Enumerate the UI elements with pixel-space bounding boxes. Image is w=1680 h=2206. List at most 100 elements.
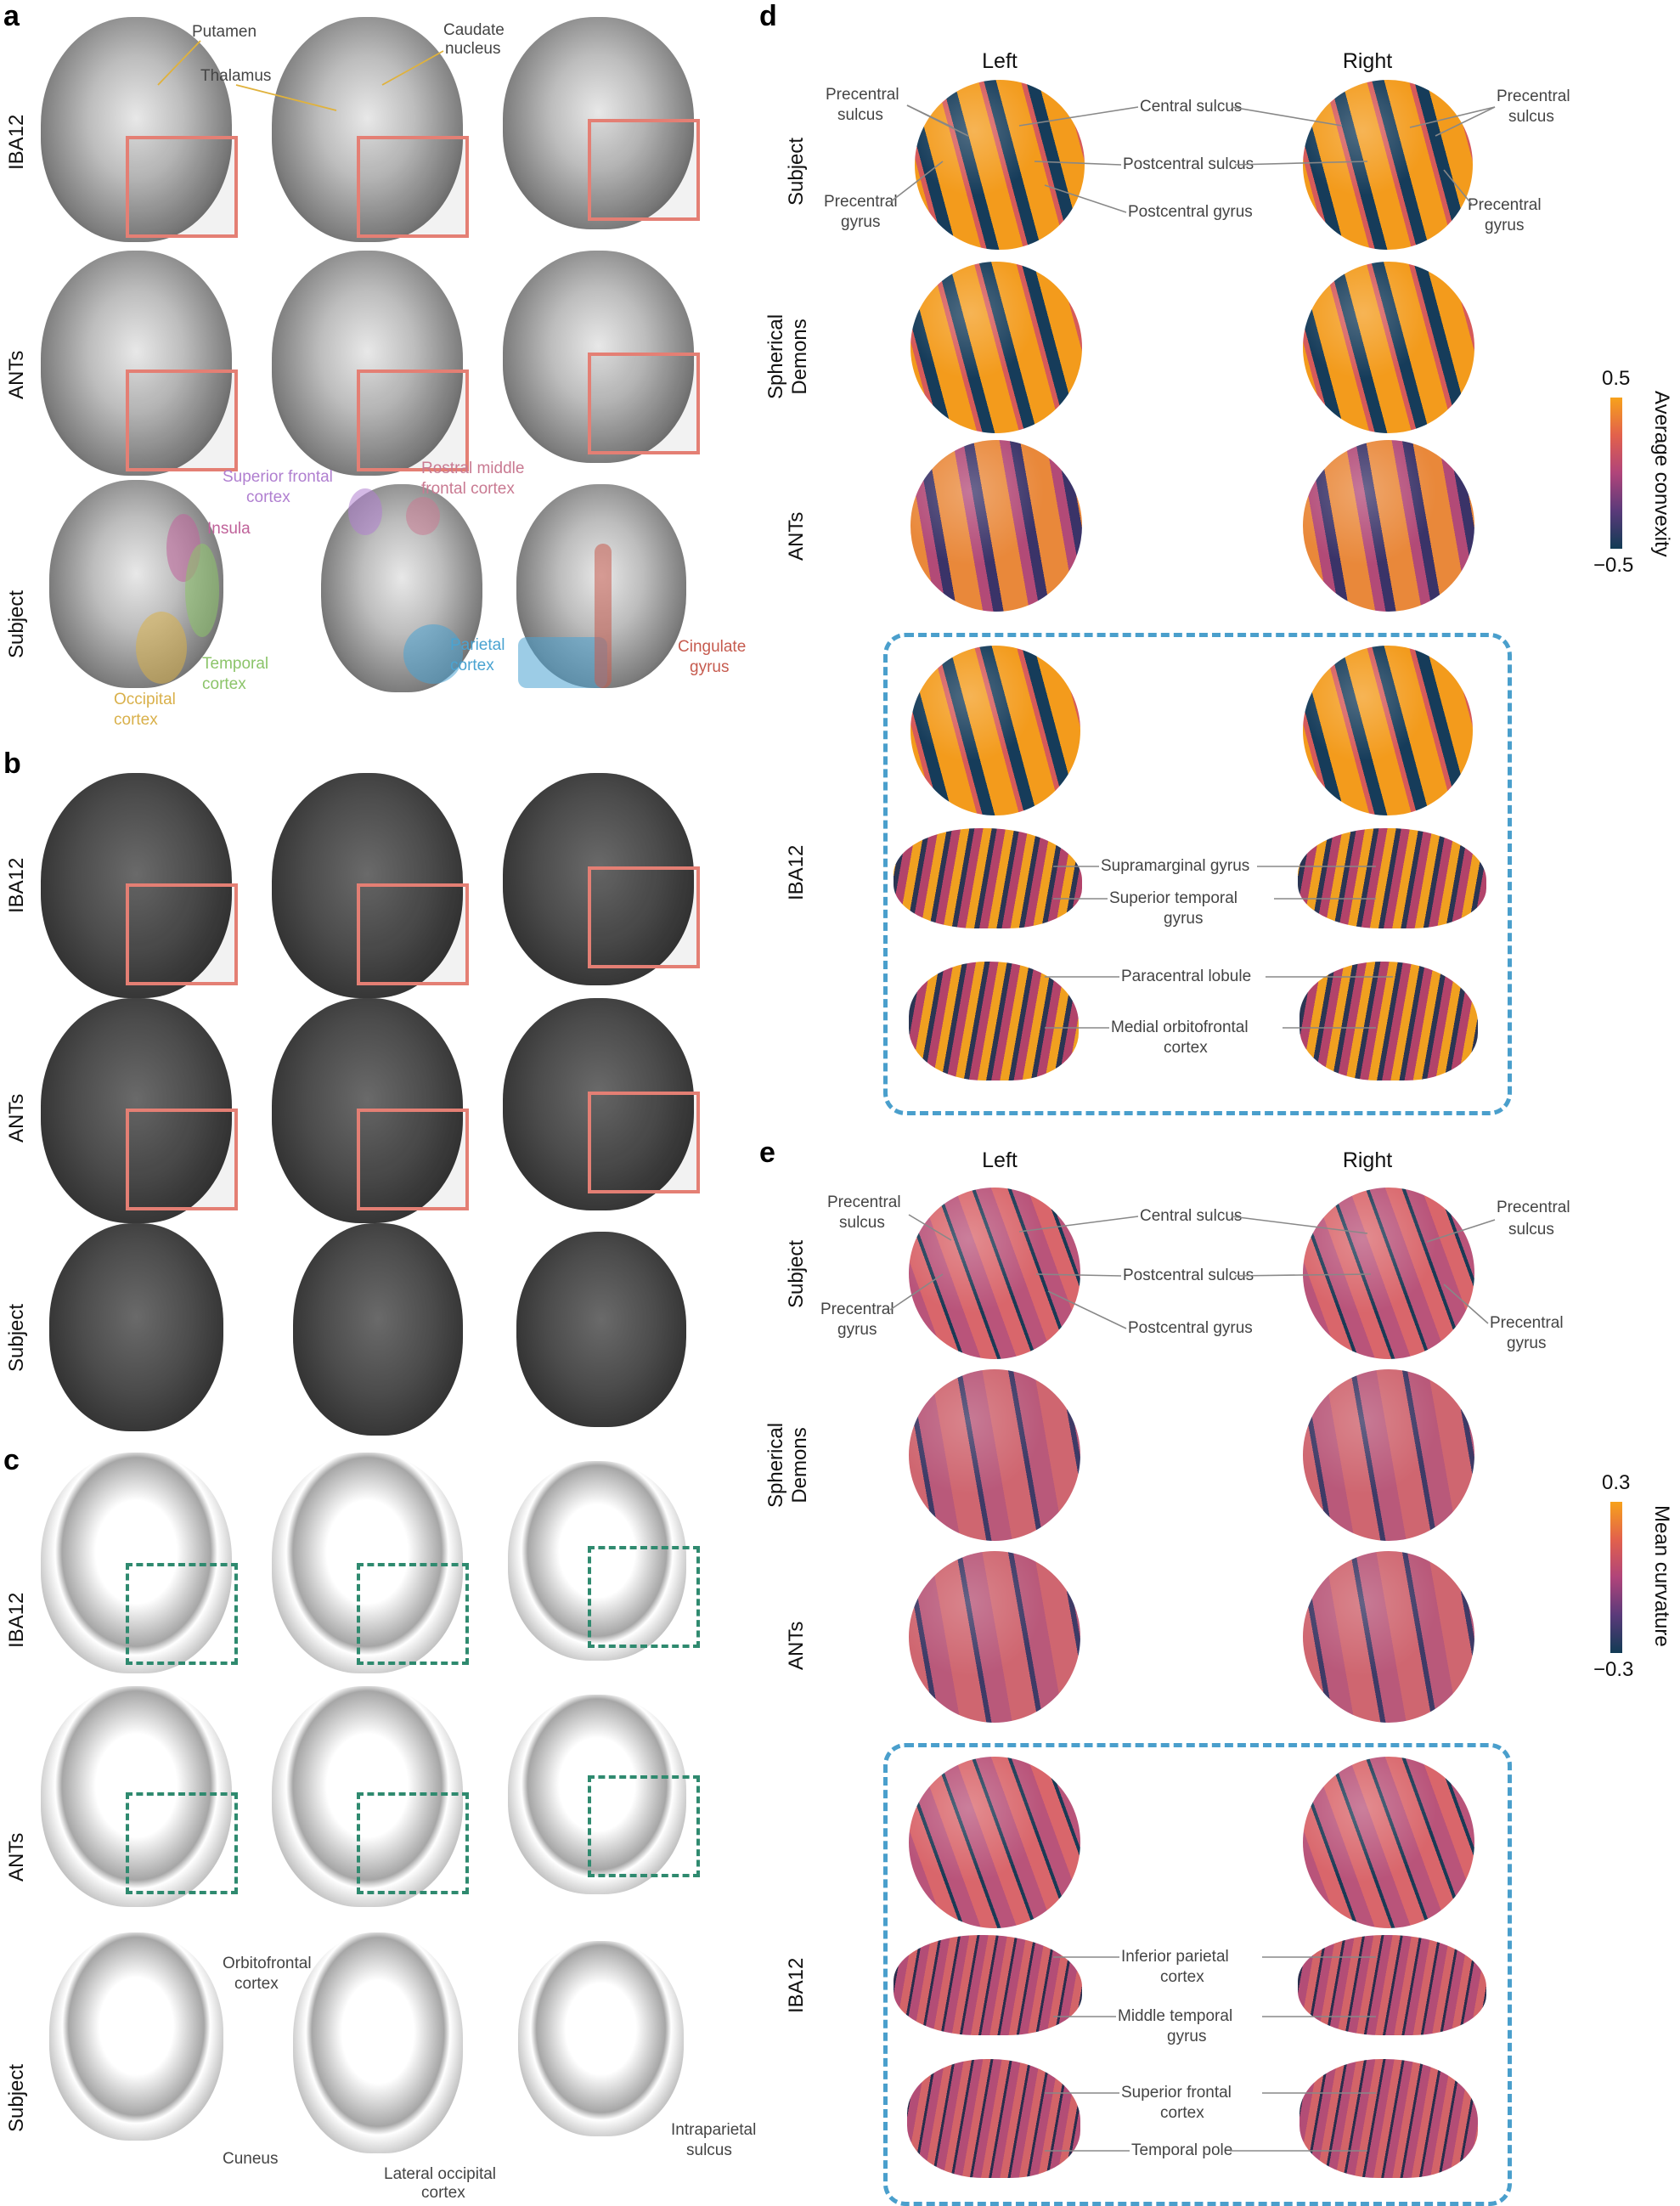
label-precentral-gyrus-2: gyrus xyxy=(841,213,881,231)
zoom-inset xyxy=(588,119,700,221)
cortical-surface-medial xyxy=(909,962,1079,1080)
label-orbitofrontal-1: Orbitofrontal xyxy=(223,1955,312,1972)
label-occipital-1: Occipital xyxy=(114,691,176,708)
label-inferior-parietal-2: cortex xyxy=(1160,1968,1204,1986)
zoom-inset xyxy=(126,136,238,238)
label-cuneus: Cuneus xyxy=(223,2150,279,2168)
label-precentral-gyrus-2: gyrus xyxy=(1507,1334,1547,1352)
label-precentral-gyrus-2: gyrus xyxy=(837,1321,877,1339)
label-superior-frontal-2: cortex xyxy=(1160,2104,1204,2122)
label-precentral-sulcus-1: Precentral xyxy=(1497,87,1570,105)
colorbar-max: 0.5 xyxy=(1602,367,1631,390)
convexity-sphere xyxy=(1303,646,1473,815)
cortical-surface-medial xyxy=(1299,2059,1478,2178)
label-superior-temporal-2: gyrus xyxy=(1164,910,1204,928)
label-intraparietal-1: Intraparietal xyxy=(671,2121,757,2139)
panel-label-e: e xyxy=(759,1137,775,1169)
zoom-inset xyxy=(357,883,469,985)
convexity-colorbar xyxy=(1610,398,1622,549)
column-label-left: Left xyxy=(982,49,1018,73)
cortical-surface-lateral xyxy=(894,828,1082,928)
column-label-right: Right xyxy=(1342,1148,1393,1172)
label-precentral-sulcus-1: Precentral xyxy=(826,86,899,104)
region-rostral-middle-frontal xyxy=(406,497,440,535)
mri-slice xyxy=(503,251,694,463)
label-parietal-1: Parietal xyxy=(450,636,505,654)
label-precentral-sulcus-2: sulcus xyxy=(1508,1221,1554,1238)
label-central-sulcus: Central sulcus xyxy=(1140,1207,1243,1225)
segmentation-slice xyxy=(293,1932,463,2153)
label-postcentral-sulcus: Postcentral sulcus xyxy=(1123,1267,1254,1284)
zoom-inset xyxy=(126,1792,238,1894)
label-precentral-gyrus-1: Precentral xyxy=(1468,196,1542,214)
curvature-sphere xyxy=(1303,1757,1474,1928)
convexity-sphere xyxy=(915,80,1085,250)
column-label-left: Left xyxy=(982,1148,1018,1172)
cortical-surface-medial xyxy=(1299,962,1478,1080)
curvature-sphere xyxy=(909,1188,1080,1359)
label-lateral-occipital-2: cortex xyxy=(421,2184,465,2202)
label-superior-frontal-2: cortex xyxy=(246,488,290,506)
zoom-inset xyxy=(357,136,469,238)
label-intraparietal-2: sulcus xyxy=(686,2141,732,2159)
region-parietal xyxy=(403,624,463,684)
label-precentral-sulcus-1: Precentral xyxy=(1497,1199,1570,1216)
zoom-inset xyxy=(357,1792,469,1894)
zoom-inset xyxy=(357,370,469,471)
colorbar-min: −0.3 xyxy=(1593,1658,1634,1681)
mri-slice xyxy=(293,1223,463,1436)
cortical-surface-medial xyxy=(907,2059,1080,2178)
iba12-highlight-box xyxy=(883,633,1512,1115)
label-medial-orbitofrontal-2: cortex xyxy=(1164,1039,1208,1057)
mri-slice xyxy=(503,17,694,229)
mri-slice xyxy=(503,773,694,985)
convexity-sphere xyxy=(1303,262,1474,433)
segmentation-slice xyxy=(508,1695,686,1894)
label-caudate-2: nucleus xyxy=(445,40,501,58)
cortical-surface-lateral xyxy=(1298,1935,1486,2035)
segmentation-slice xyxy=(272,1686,463,1907)
label-superior-frontal-1: Superior frontal xyxy=(223,468,333,486)
zoom-inset xyxy=(126,1109,238,1210)
curvature-colorbar xyxy=(1610,1502,1622,1653)
label-precentral-sulcus-2: sulcus xyxy=(839,1214,885,1232)
label-postcentral-gyrus: Postcentral gyrus xyxy=(1128,203,1253,221)
label-cingulate-1: Cingulate xyxy=(678,638,747,656)
label-precentral-gyrus-1: Precentral xyxy=(824,193,898,211)
label-orbitofrontal-2: cortex xyxy=(234,1975,279,1993)
label-cingulate-2: gyrus xyxy=(690,658,730,676)
label-inferior-parietal-1: Inferior parietal xyxy=(1121,1948,1229,1966)
panel-label-d: d xyxy=(759,0,777,32)
label-temporal-pole: Temporal pole xyxy=(1131,2141,1233,2159)
zoom-inset xyxy=(588,866,700,968)
label-paracentral: Paracentral lobule xyxy=(1121,968,1252,985)
zoom-inset xyxy=(357,1563,469,1665)
cortical-surface-lateral xyxy=(894,1935,1082,2035)
zoom-inset xyxy=(126,1563,238,1665)
zoom-inset xyxy=(126,883,238,985)
mri-slice xyxy=(41,17,232,242)
convexity-sphere xyxy=(910,440,1082,612)
label-precentral-gyrus-1: Precentral xyxy=(820,1300,894,1318)
colorbar-max: 0.3 xyxy=(1602,1471,1631,1494)
label-rostral-2: frontal cortex xyxy=(421,480,515,498)
zoom-inset xyxy=(588,1092,700,1193)
region-temporal xyxy=(185,544,219,637)
label-superior-temporal-1: Superior temporal xyxy=(1109,889,1238,907)
label-caudate-1: Caudate xyxy=(443,21,505,39)
colorbar-min: −0.5 xyxy=(1593,554,1634,577)
cortical-surface-lateral xyxy=(1298,828,1486,928)
label-supramarginal: Supramarginal gyrus xyxy=(1101,857,1250,875)
segmentation-slice xyxy=(518,1941,684,2136)
zoom-inset xyxy=(588,1546,700,1648)
label-precentral-sulcus-1: Precentral xyxy=(827,1193,901,1211)
label-medial-orbitofrontal-1: Medial orbitofrontal xyxy=(1111,1018,1249,1036)
zoom-inset xyxy=(126,370,238,471)
label-precentral-gyrus-2: gyrus xyxy=(1485,217,1525,234)
label-precentral-sulcus-2: sulcus xyxy=(837,106,883,124)
label-precentral-gyrus-1: Precentral xyxy=(1490,1314,1564,1332)
panel-label-b: b xyxy=(3,748,21,780)
label-temporal-2: cortex xyxy=(202,675,246,693)
segmentation-slice xyxy=(49,1932,223,2141)
curvature-sphere xyxy=(1303,1551,1474,1723)
